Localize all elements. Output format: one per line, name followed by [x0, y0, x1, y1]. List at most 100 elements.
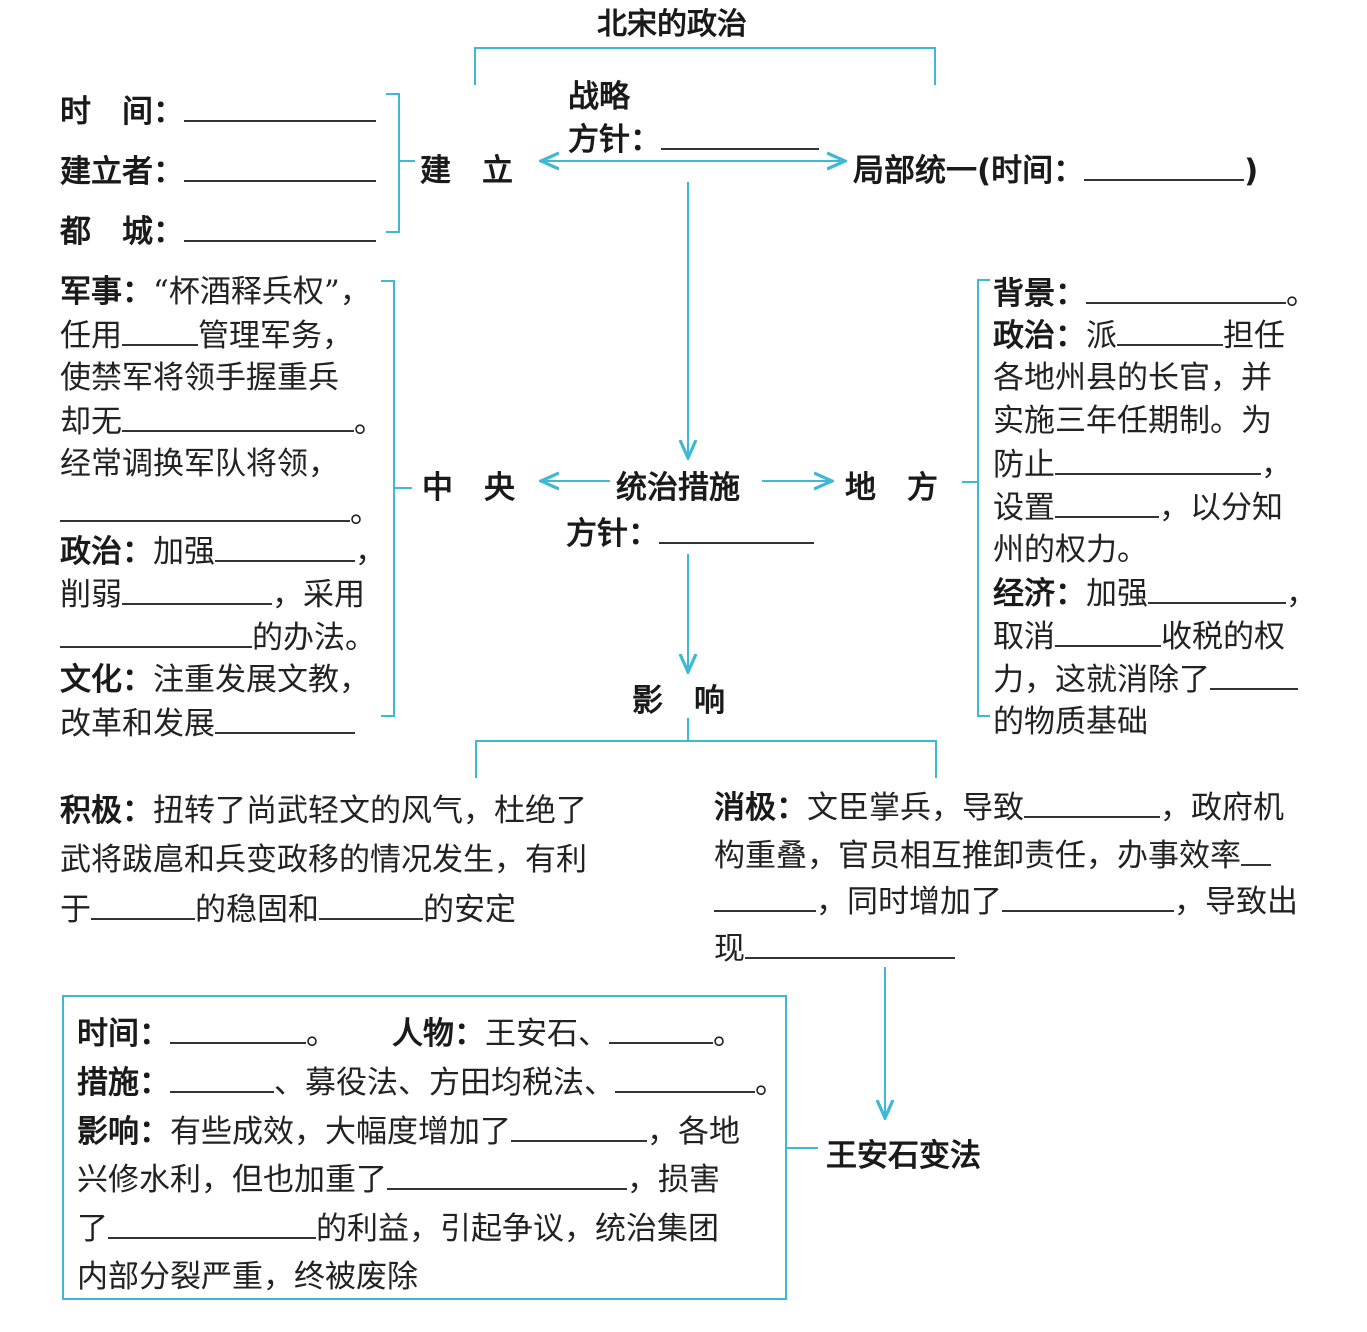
- center-cul-1-text: 注重发展文教，: [153, 662, 370, 698]
- impact-pos-1: 积极：扭转了尚武轻文的风气，杜绝了: [60, 790, 587, 832]
- jianli-time-blank[interactable]: [184, 90, 376, 122]
- center-brace: [381, 280, 412, 717]
- impact-pos-3b: 的稳固和: [195, 892, 319, 928]
- diagram-title: 北宋的政治: [597, 7, 747, 42]
- impact-pos-label: 积极：: [60, 793, 153, 829]
- jianli-strategy-blank[interactable]: [661, 118, 819, 150]
- title-bracket: [474, 47, 936, 85]
- center-pol-2b: ，采用: [272, 577, 365, 613]
- jianli-founder-row: 建立者：: [60, 150, 376, 193]
- local-eco-2-blank[interactable]: [1055, 615, 1161, 647]
- reform-impact-1-blank[interactable]: [511, 1110, 647, 1142]
- reform-impact-2b: ，损害: [627, 1162, 720, 1198]
- local-pol-1-blank[interactable]: [1117, 314, 1223, 346]
- impact-neg-3-blank-1[interactable]: [714, 880, 816, 912]
- impact-neg-4-blank[interactable]: [745, 927, 955, 959]
- center-mil-6b: 。: [350, 494, 381, 530]
- unify-time-blank[interactable]: [1084, 149, 1245, 181]
- center-pol-1-blank[interactable]: [215, 530, 355, 562]
- node-center: 中 央: [422, 470, 515, 506]
- local-bg-label: 背景：: [993, 276, 1086, 312]
- impact-neg-3b: ，同时增加了: [816, 884, 1002, 920]
- center-mil-3: 使禁军将领手握重兵: [60, 360, 339, 396]
- center-mil-6: 。: [60, 490, 381, 533]
- node-measures: 统治措施: [616, 470, 740, 506]
- node-local: 地 方: [845, 470, 938, 506]
- reform-person-blank[interactable]: [609, 1012, 713, 1044]
- reform-time-blank[interactable]: [170, 1012, 306, 1044]
- local-bg-end: 。: [1286, 276, 1317, 312]
- measures-policy-label: 方针：: [566, 516, 659, 552]
- local-eco-1: 经济：加强，: [993, 572, 1317, 615]
- reform-measure-blank-2[interactable]: [615, 1061, 755, 1093]
- local-eco-1b: ，: [1286, 576, 1317, 612]
- local-pol-2: 各地州县的长官，并: [993, 360, 1272, 396]
- center-mil-6-blank[interactable]: [60, 490, 350, 522]
- center-pol-3-blank[interactable]: [60, 616, 252, 648]
- jianli-founder-blank[interactable]: [184, 150, 376, 182]
- impact-neg-label: 消极：: [714, 790, 807, 826]
- local-eco-2a: 取消: [993, 619, 1055, 655]
- local-pol-3: 实施三年任期制。为: [993, 403, 1272, 439]
- impact-pos-3c: 的安定: [423, 892, 516, 928]
- node-jianli: 建 立: [420, 153, 513, 189]
- local-bg: 背景： 。: [993, 272, 1317, 315]
- center-mil-4-blank[interactable]: [122, 400, 354, 432]
- local-pol-5: 设置 ，以分知: [993, 486, 1283, 529]
- local-pol-5b: ，以分知: [1159, 490, 1283, 526]
- center-pol-2-blank[interactable]: [122, 573, 272, 605]
- measures-policy-blank[interactable]: [659, 512, 814, 544]
- jianli-founder-label: 建立者：: [60, 154, 184, 190]
- center-pol-2: 削弱，采用: [60, 573, 365, 616]
- jianli-brace: [386, 93, 415, 233]
- center-cul-2: 改革和发展: [60, 702, 355, 745]
- jianli-capital-blank[interactable]: [184, 210, 376, 242]
- center-mil-2b: 管理军务，: [198, 318, 353, 354]
- local-pol-1b: 担任: [1223, 318, 1285, 354]
- reform-time-end: 。: [306, 1016, 337, 1052]
- measures-policy-row: 方针：: [566, 512, 814, 555]
- reform-measure-blank-1[interactable]: [170, 1061, 274, 1093]
- jianli-capital-label: 都 城：: [60, 214, 184, 250]
- reform-person-text: 王安石、: [485, 1016, 609, 1052]
- local-eco-3: 力，这就消除了: [993, 658, 1298, 701]
- reform-impact-3a: 了: [77, 1211, 108, 1247]
- jianli-time-row: 时 间：: [60, 90, 376, 133]
- local-pol-5-blank[interactable]: [1055, 486, 1159, 518]
- impact-neg-3-blank-2[interactable]: [1002, 880, 1174, 912]
- impact-pos-3-blank-1[interactable]: [91, 888, 195, 920]
- impact-bracket: [475, 718, 937, 778]
- local-eco-3-blank[interactable]: [1210, 658, 1298, 690]
- center-mil-4a: 却无: [60, 404, 122, 440]
- local-eco-4: 的物质基础: [993, 704, 1148, 740]
- impact-neg-1a: 文臣掌兵，导致: [807, 790, 1024, 826]
- unify-label: 局部统一(时间：: [853, 153, 1085, 189]
- impact-neg-2-blank[interactable]: [1241, 834, 1271, 866]
- center-cul-1: 文化：注重发展文教，: [60, 659, 370, 701]
- impact-neg-1-blank[interactable]: [1024, 786, 1160, 818]
- impact-pos-3-blank-2[interactable]: [319, 888, 423, 920]
- reform-impact-2-blank[interactable]: [387, 1158, 627, 1190]
- impact-pos-2: 武将跋扈和兵变政移的情况发生，有利: [60, 842, 587, 878]
- center-cul-2-blank[interactable]: [215, 702, 355, 734]
- local-brace: [962, 279, 990, 717]
- center-cul-2a: 改革和发展: [60, 706, 215, 742]
- local-eco-1a: 加强: [1086, 576, 1148, 612]
- local-pol-5a: 设置: [993, 490, 1055, 526]
- center-mil-2-blank[interactable]: [122, 314, 198, 346]
- local-bg-blank[interactable]: [1086, 272, 1286, 304]
- center-pol-3: 的办法。: [60, 616, 376, 659]
- impact-neg-3: ，同时增加了，导致出: [714, 880, 1298, 923]
- reform-person-end: 。: [713, 1016, 744, 1052]
- jianli-capital-row: 都 城：: [60, 210, 376, 253]
- reform-impact-3-blank[interactable]: [108, 1207, 316, 1239]
- local-pol-4-blank[interactable]: [1055, 443, 1261, 475]
- jianli-time-label: 时 间：: [60, 94, 184, 130]
- center-pol-3b: 的办法。: [252, 620, 376, 656]
- local-eco-1-blank[interactable]: [1148, 572, 1286, 604]
- node-unify: 局部统一(时间：): [853, 149, 1258, 192]
- center-mil-4: 却无。: [60, 400, 385, 443]
- impact-neg-1: 消极：文臣掌兵，导致，政府机: [714, 786, 1284, 829]
- impact-neg-4: 现: [714, 927, 955, 970]
- reform-impact-4: 内部分裂严重，终被废除: [77, 1259, 418, 1295]
